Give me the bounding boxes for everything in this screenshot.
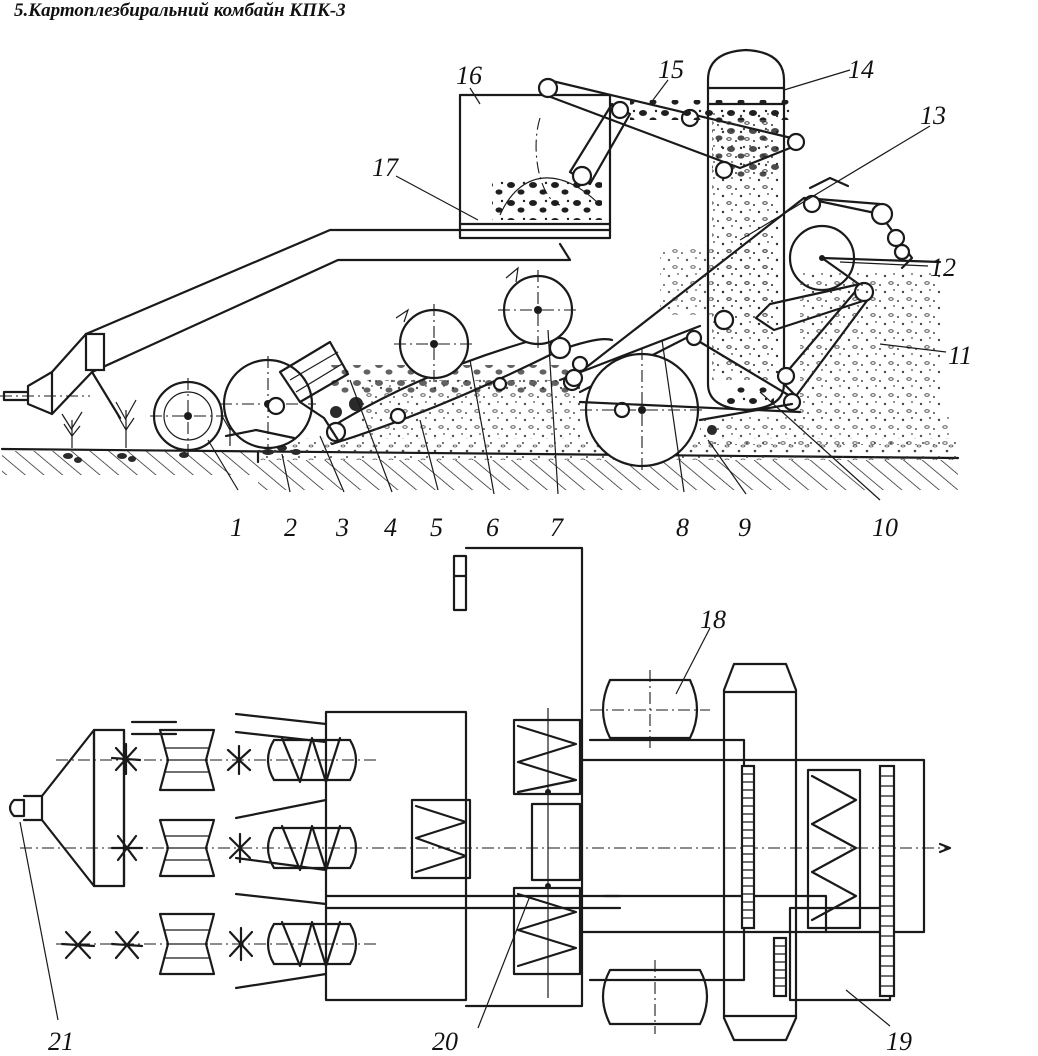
ground-line bbox=[0, 438, 960, 490]
drawbar-frame bbox=[0, 228, 612, 420]
leader-lines bbox=[19, 69, 947, 1029]
callout-6: 6 bbox=[486, 513, 499, 542]
rear-frame bbox=[578, 400, 950, 445]
callout-10: 10 bbox=[872, 513, 898, 542]
top-view bbox=[8, 546, 952, 1042]
callout-3: 3 bbox=[335, 513, 349, 542]
callout-2: 2 bbox=[284, 513, 297, 542]
diagram-title: 5.Картоплезбиральний комбайн КПК-3 bbox=[14, 0, 346, 21]
callout-numbers: 1 2 3 4 5 6 7 8 9 10 11 12 13 14 15 16 1… bbox=[48, 55, 972, 1056]
callout-17: 17 bbox=[372, 153, 399, 182]
separator-column bbox=[706, 48, 786, 412]
callout-5: 5 bbox=[430, 513, 443, 542]
sorting-conveyors bbox=[568, 176, 942, 420]
hitch bbox=[8, 728, 96, 888]
callout-16: 16 bbox=[456, 61, 482, 90]
central-module bbox=[512, 708, 582, 998]
main-body bbox=[324, 546, 622, 1008]
hopper bbox=[458, 93, 612, 240]
callout-13: 13 bbox=[920, 101, 946, 130]
callout-11: 11 bbox=[948, 341, 972, 370]
callout-19: 19 bbox=[886, 1027, 912, 1056]
callout-8: 8 bbox=[676, 513, 689, 542]
digging-share bbox=[224, 340, 363, 442]
callout-21: 21 bbox=[48, 1027, 74, 1056]
rear-section bbox=[580, 662, 926, 1042]
callout-18: 18 bbox=[700, 605, 726, 634]
callout-20: 20 bbox=[432, 1027, 458, 1056]
callout-14: 14 bbox=[848, 55, 874, 84]
side-view bbox=[0, 48, 960, 490]
callout-12: 12 bbox=[930, 253, 956, 282]
callout-1: 1 bbox=[230, 513, 243, 542]
callout-7: 7 bbox=[550, 513, 564, 542]
callout-15: 15 bbox=[658, 55, 684, 84]
digging-rows bbox=[60, 728, 358, 976]
callout-4: 4 bbox=[384, 513, 397, 542]
callout-9: 9 bbox=[738, 513, 751, 542]
wheels bbox=[150, 266, 704, 472]
front-frame bbox=[20, 712, 952, 990]
